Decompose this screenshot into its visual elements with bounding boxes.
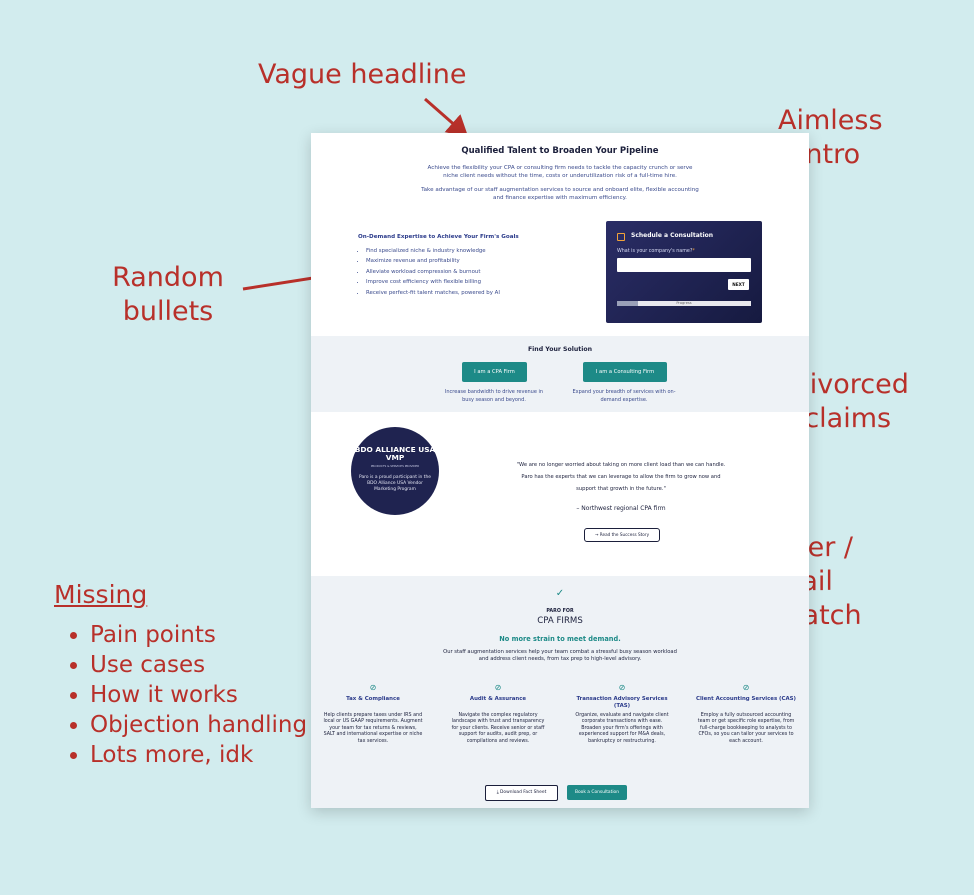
badge-subtitle: PRODUCTS & SERVICES PROVIDER [370,464,420,468]
download-label: Download Fact Sheet [500,790,547,795]
hero-section: Qualified Talent to Broaden Your Pipelin… [311,133,809,336]
find-solution-section: Find Your Solution I am a CPA Firm I am … [311,336,809,412]
progress-fill [617,301,639,306]
consulting-firm-button[interactable]: I am a Consulting Firm [583,362,667,382]
service-column: ⊘ Transaction Advisory Services (TAS) Or… [572,683,672,745]
annotation-vague-headline: Vague headline [258,59,467,90]
progress-label: Progress [676,301,692,305]
arrow-headline [424,97,469,137]
proof-section: BDO ALLIANCE USA VMP PRODUCTS & SERVICES… [311,412,809,576]
service-column: ⊘ Tax & Compliance Help clients prepare … [323,683,423,745]
calendar-icon [617,233,625,241]
check-circle-icon: ⊘ [369,683,377,692]
arrow-right-icon: → [594,532,600,537]
service-body: Navigate the complex regulatory landscap… [451,713,545,744]
consulting-subtext: Expand your breadth of services with on-… [572,389,676,403]
check-icon: ✓ [555,588,565,599]
bullets-title: On-Demand Expertise to Achieve Your Firm… [358,234,519,240]
success-story-button[interactable]: → Read the Success Story [584,528,660,542]
bullet-item: Maximize revenue and profitability [366,256,500,266]
find-title: Find Your Solution [527,346,593,353]
cpa-firms-heading: CPA FIRMS [537,616,583,626]
book-consultation-button[interactable]: Book a Consultation [567,785,627,800]
testimonial-quote: "We are no longer worried about taking o… [516,462,726,492]
missing-item: Objection handling [90,710,307,740]
company-name-label-text: What is your company's name? [617,249,693,254]
cpa-firm-button[interactable]: I am a CPA Firm [462,362,527,382]
bullet-item: Find specialized niche & industry knowle… [366,246,500,256]
company-name-label: What is your company's name?* [617,249,695,254]
annotation-line: Random [112,262,224,293]
company-name-input[interactable] [617,258,751,272]
service-body: Organize, evaluate and navigate client c… [575,713,669,744]
check-circle-icon: ⊘ [494,683,502,692]
hero-title: Qualified Talent to Broaden Your Pipelin… [461,146,659,156]
service-title: Audit & Assurance [469,696,527,702]
service-title: Transaction Advisory Services (TAS) [576,696,668,709]
download-fact-sheet-button[interactable]: ⤓ Download Fact Sheet [485,785,558,801]
next-button[interactable]: NEXT [728,279,749,290]
service-title: Tax & Compliance [346,696,400,702]
cpa-tagline: No more strain to meet demand. [499,635,621,643]
cpa-subtext: Increase bandwidth to drive revenue in b… [444,389,544,403]
cpa-paragraph: Our staff augmentation services help you… [443,649,677,662]
bullet-list: Find specialized niche & industry knowle… [358,246,500,298]
missing-item: Lots more, idk [90,740,307,770]
missing-item: Use cases [90,650,307,680]
annotation-line: bullets [122,296,214,327]
cpa-section: ✓ PARO FOR CPA FIRMS No more strain to m… [311,576,809,808]
testimonial-attribution: – Northwest regional CPA firm [576,505,666,512]
service-body: Employ a fully outsourced accounting tea… [697,713,795,744]
missing-item: How it works [90,680,307,710]
service-title: Client Accounting Services (CAS) [696,696,796,702]
bullet-item: Improve cost efficiency with flexible bi… [366,277,500,287]
bullet-item: Receive perfect-fit talent matches, powe… [366,288,500,298]
paro-for-label: PARO FOR [546,609,574,614]
bdo-alliance-badge: BDO ALLIANCE USA VMP PRODUCTS & SERVICES… [351,427,439,515]
check-circle-icon: ⊘ [618,683,626,692]
service-body: Help clients prepare taxes under IRS and… [323,713,423,744]
required-mark: * [692,249,695,254]
success-story-label: Read the Success Story [599,532,650,537]
consultation-title: Schedule a Consultation [631,232,714,239]
badge-text: Paro is a proud participant in the BDO A… [359,475,431,492]
missing-list: Pain points Use cases How it works Objec… [66,620,307,770]
bullet-item: Alleviate workload compression & burnout [366,267,500,277]
annotation-line: Aimless [778,105,883,136]
landing-page-screenshot: Qualified Talent to Broaden Your Pipelin… [311,133,809,808]
check-circle-icon: ⊘ [742,683,750,692]
consultation-form: Schedule a Consultation What is your com… [606,221,762,323]
service-column: ⊘ Audit & Assurance Navigate the complex… [448,683,548,745]
hero-intro: Achieve the flexibility your CPA or cons… [427,165,693,179]
badge-title: BDO ALLIANCE USA VMP [354,445,436,462]
annotation-random-bullets: Random bullets [108,261,228,329]
download-icon: ⤓ [496,790,501,795]
missing-item: Pain points [90,620,307,650]
service-column: ⊘ Client Accounting Services (CAS) Emplo… [696,683,796,745]
missing-title: Missing [54,580,148,609]
hero-intro-secondary: Take advantage of our staff augmentation… [421,187,699,201]
progress-bar: Progress [617,301,751,306]
